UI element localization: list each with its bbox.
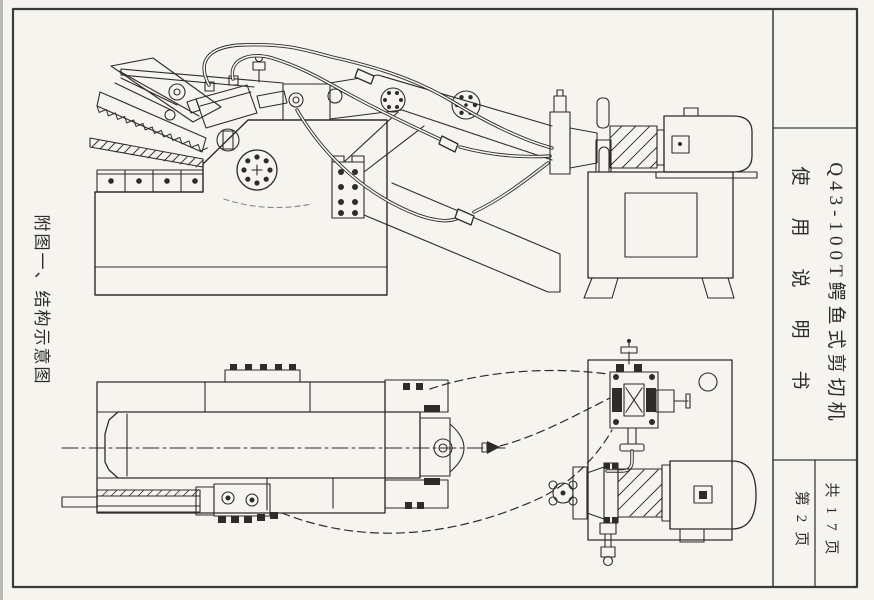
sheet-border <box>11 7 859 589</box>
side-view-power-unit <box>549 89 758 299</box>
hose-leaders <box>281 369 613 534</box>
page-total: 共17页 <box>823 482 839 564</box>
serrated-jaw <box>96 57 240 153</box>
side-view-machine <box>89 42 561 296</box>
hinge-bolt-plate <box>223 155 561 293</box>
plan-view-power-unit <box>281 339 757 567</box>
title-product-line: Q43-100T鳄鱼式剪切机 <box>825 162 846 426</box>
plan-view-machine <box>61 364 506 523</box>
valve-assembly <box>609 339 691 429</box>
page-current: 第2页 <box>793 490 809 556</box>
top-fitting <box>252 53 266 83</box>
page-info: 共17页 第2页 <box>786 463 846 583</box>
title-doc-line: 使用说明书 <box>789 166 810 422</box>
pump-motor-plan <box>548 460 757 567</box>
title-block: Q43-100T鳄鱼式剪切机 使用说明书 <box>781 144 853 444</box>
top-frame <box>120 68 343 104</box>
figure-caption: 附图一、结构示意图 <box>32 214 51 386</box>
bolt-flange-main <box>236 149 278 191</box>
hydraulic-hoses <box>202 42 554 226</box>
cutting-table <box>89 137 204 193</box>
